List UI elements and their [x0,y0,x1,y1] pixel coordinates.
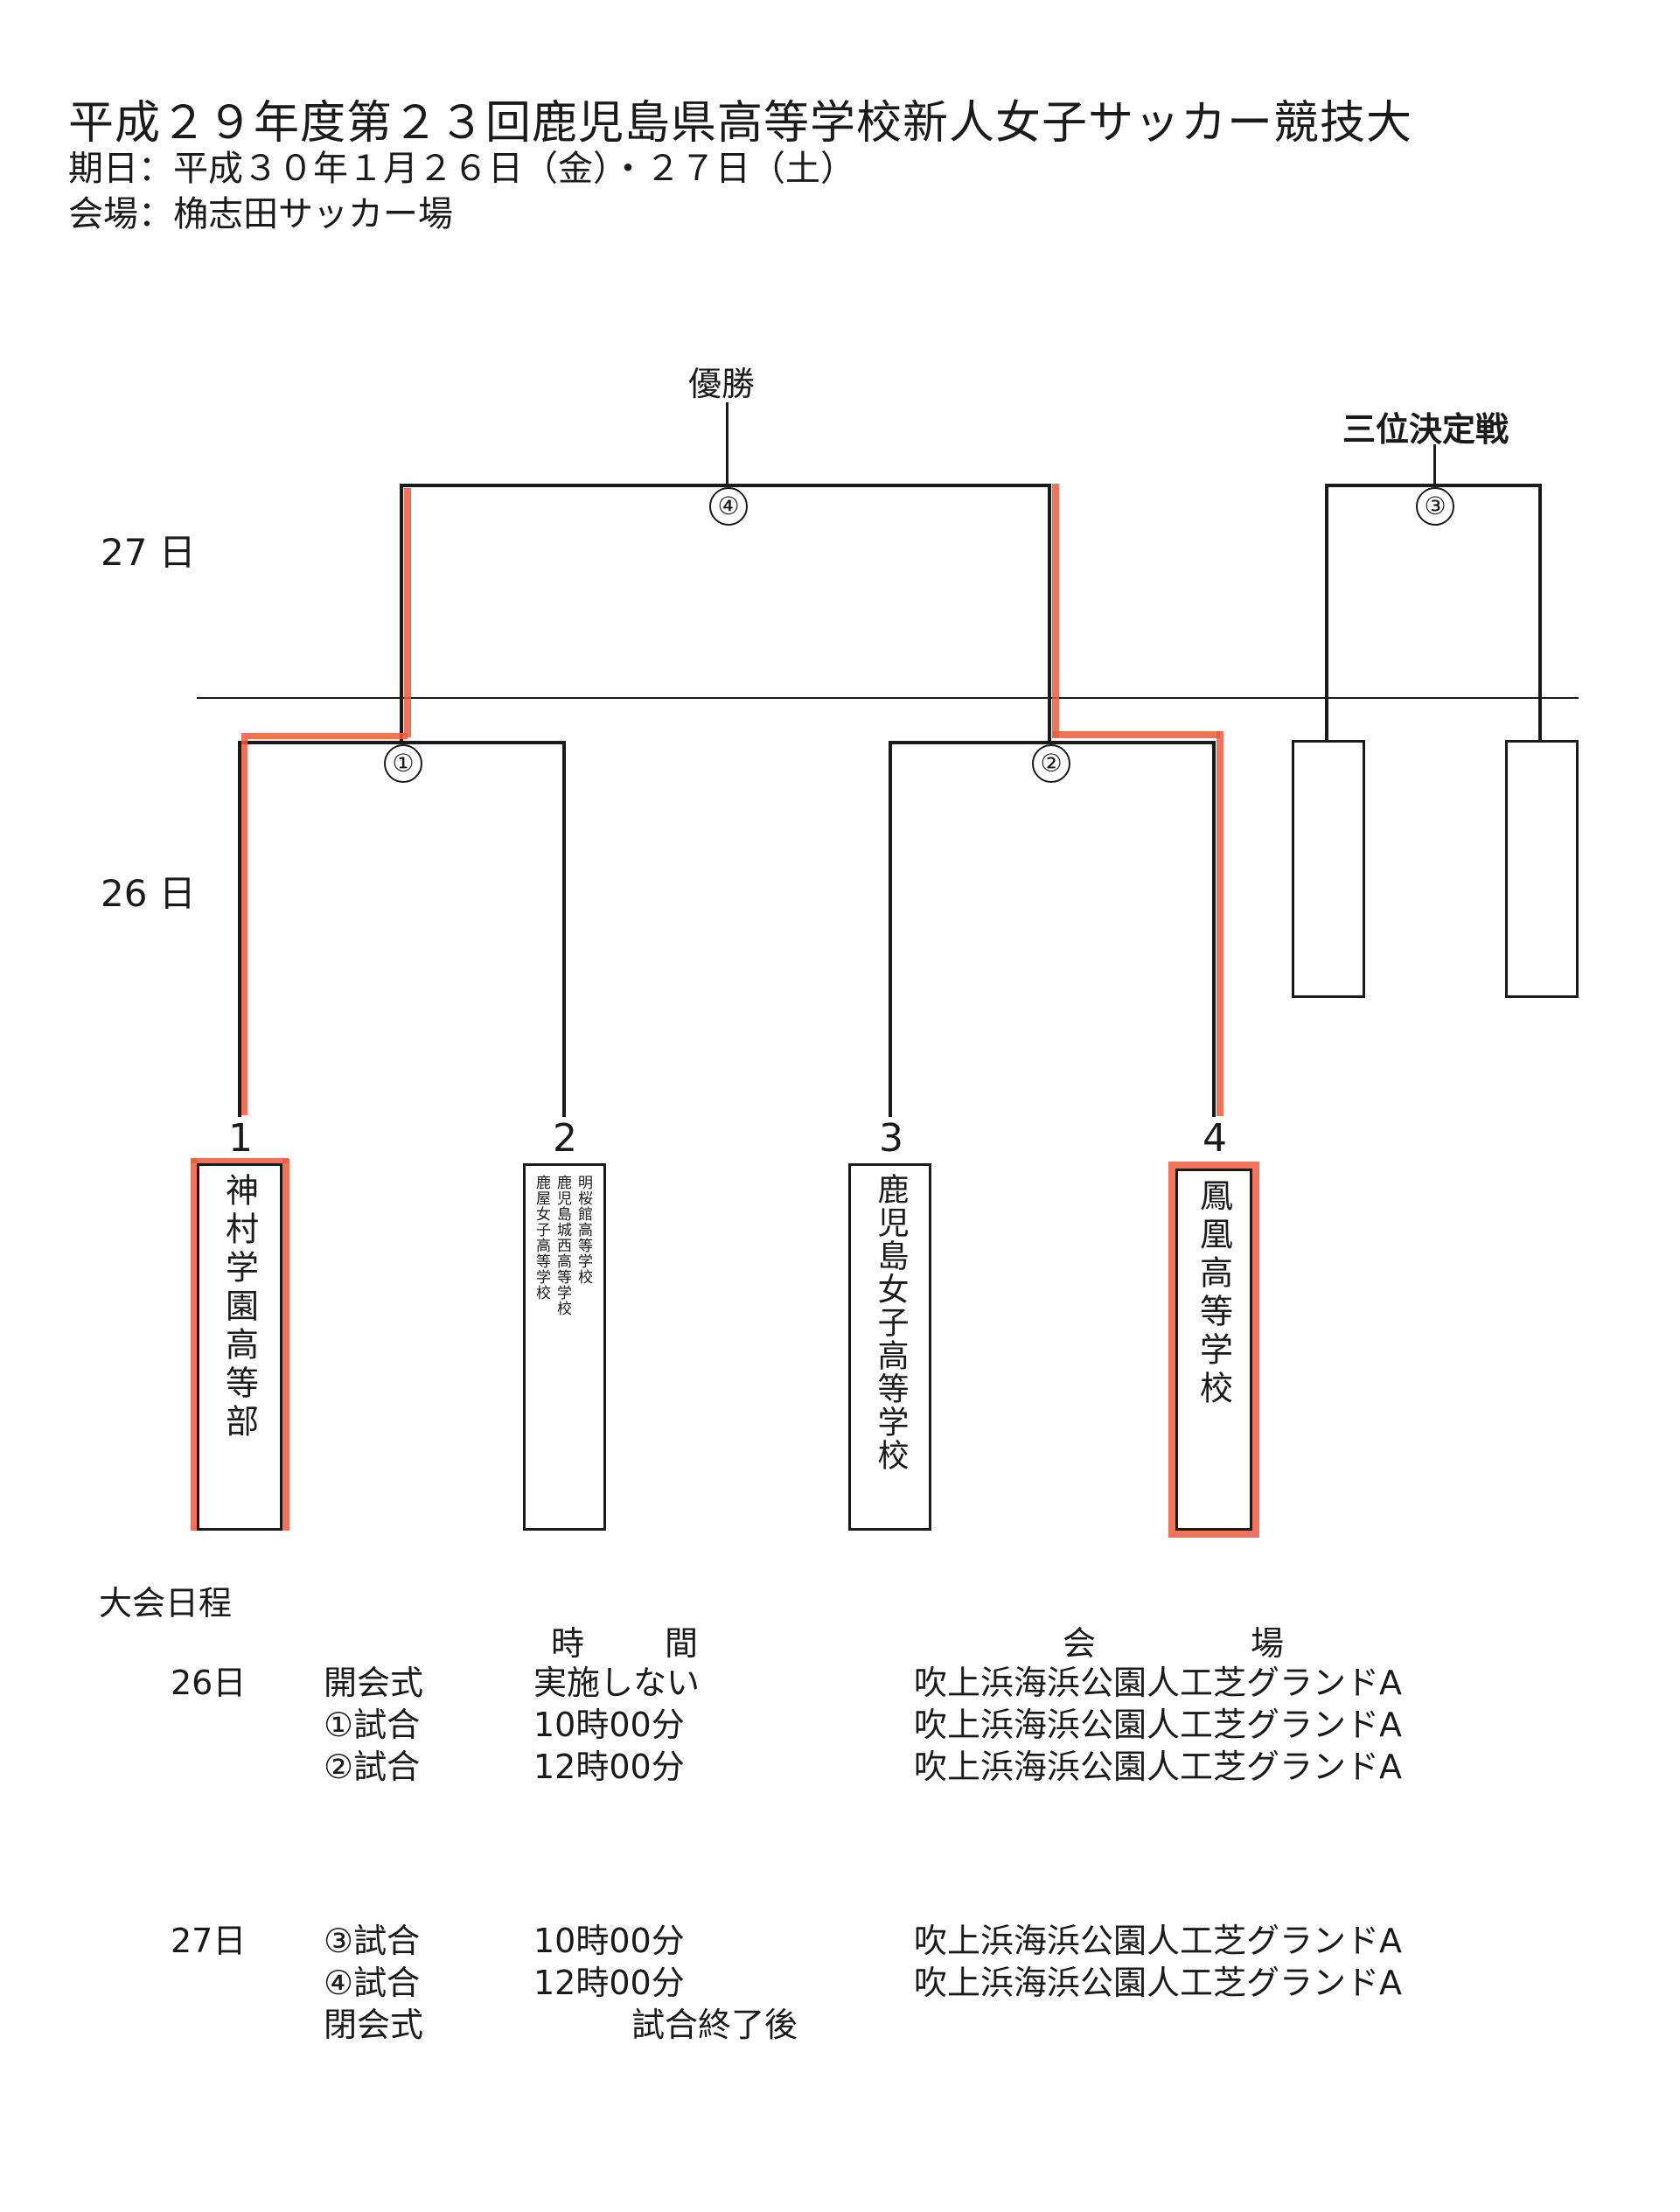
row-event: 開会式 [324,1664,424,1702]
match-4-marker: ④ [709,487,748,526]
row-event: ①試合 [324,1706,421,1744]
team-box-4: 鳳凰高等学校 [1175,1169,1252,1531]
document-title: 平成２９年度第２３回鹿児島県高等学校新人女子サッカー競技大 [68,97,1413,150]
row-day: 27日 [171,1922,247,1960]
row-event: 閉会式 [324,2006,424,2044]
winner-path-final-right [1052,484,1059,737]
venue-line: 会場：桷志田サッカー場 [68,194,453,234]
match-2-marker: ② [1032,744,1070,783]
match-3-marker: ③ [1416,487,1454,526]
column-venue-1: 会 [1063,1624,1097,1663]
final-left-leg [400,484,403,744]
team-name-1: 神村学園高等部 [220,1173,259,1442]
row-time: 12時00分 [533,1964,685,2002]
final-bar [400,484,1051,487]
column-venue-2: 場 [1251,1624,1285,1663]
third-place-slot-1 [1292,740,1365,998]
winner-path-semi1-bar [241,733,408,739]
row-time: 実施しない [533,1664,701,1702]
team1-highlight-top [191,1158,289,1163]
team-box-1: 神村学園高等部 [197,1163,282,1531]
team-name-2c: 鹿屋女子高等学校 [533,1175,550,1301]
winner-path-semi1-leg [241,739,247,1115]
seed-4: 4 [1202,1116,1227,1161]
seed-2: 2 [553,1116,577,1161]
team-box-2: 明桜館高等学校 鹿児島城西高等学校 鹿屋女子高等学校 [523,1163,606,1531]
team-name-3: 鹿児島女子高等学校 [872,1173,909,1472]
team1-highlight-right [282,1159,289,1531]
final-right-leg [1048,484,1051,744]
day-divider [197,697,1579,699]
day-label-26: 26 日 [101,872,196,915]
team-name-2a: 明桜館高等学校 [575,1175,592,1285]
row-time: 10時00分 [533,1922,685,1960]
winner-path-semi2-bar [1052,731,1220,738]
third-place-left-leg [1325,484,1328,742]
semi1-right-leg [562,741,566,1117]
row-time: 試合終了後 [631,2006,798,2044]
team-name-2b: 鹿児島城西高等学校 [554,1175,571,1316]
semi1-left-leg [238,741,241,1117]
row-event: ③試合 [324,1922,421,1960]
day-label-27: 27 日 [101,531,196,574]
third-place-slot-2 [1505,740,1579,998]
match-1-marker: ① [384,744,422,783]
row-venue: 吹上浜海浜公園人工芝グランドA [914,1748,1402,1786]
row-time: 10時00分 [533,1706,685,1744]
team-box-3: 鹿児島女子高等学校 [848,1163,931,1531]
final-stem [726,402,728,485]
row-event: ②試合 [324,1748,421,1786]
row-day: 26日 [171,1664,247,1702]
row-venue: 吹上浜海浜公園人工芝グランドA [914,1706,1402,1744]
seed-3: 3 [879,1116,903,1161]
date-line: 期日：平成３０年１月２６日（金）・２７日（土） [68,149,855,189]
row-time: 12時00分 [533,1748,685,1786]
row-venue: 吹上浜海浜公園人工芝グランドA [914,1922,1402,1960]
semi2-bar [889,741,1216,744]
team1-highlight-left [191,1159,198,1531]
row-venue: 吹上浜海浜公園人工芝グランドA [914,1964,1402,2002]
semi2-right-leg [1212,741,1216,1117]
team-name-4: 鳳凰高等学校 [1194,1178,1233,1409]
winner-path-final-left [404,488,411,737]
third-place-bar [1325,484,1542,487]
semi2-left-leg [889,741,892,1117]
third-place-right-leg [1538,484,1542,742]
third-place-stem [1433,444,1436,486]
semi1-bar [238,741,566,744]
row-venue: 吹上浜海浜公園人工芝グランドA [914,1664,1402,1702]
third-place-label: 三位決定戦 [1342,410,1509,449]
row-event: ④試合 [324,1964,421,2002]
winner-path-semi2-leg [1216,731,1223,1116]
column-time-2: 間 [665,1624,699,1663]
schedule-heading: 大会日程 [99,1584,233,1622]
final-label: 優勝 [688,365,756,403]
column-time-1: 時 [551,1624,585,1663]
seed-1: 1 [228,1116,253,1161]
